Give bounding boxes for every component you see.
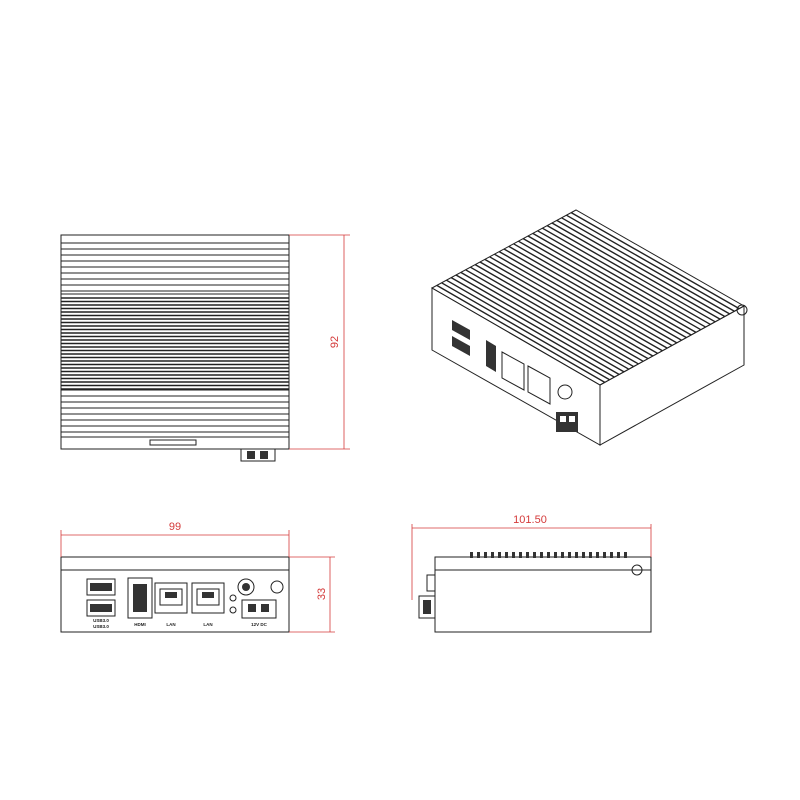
dimension-height-top: 92: [289, 234, 350, 450]
front-view: USB3.0 USB3.0 HDMI LAN LAN: [60, 521, 335, 633]
power-terminal: 12V DC: [241, 599, 277, 627]
iso-power-button: [557, 384, 573, 400]
fin-tooth: [484, 552, 487, 558]
side-connector: [418, 574, 436, 619]
hdmi-label: HDMI: [134, 622, 146, 627]
fin-tooth: [617, 552, 620, 558]
fin-tooth: [624, 552, 627, 558]
power-button-icon: [237, 578, 255, 596]
fin-line: [527, 235, 697, 333]
fin-line: [532, 232, 702, 331]
fin-tooth: [505, 552, 508, 558]
fin-line: [446, 279, 615, 378]
dimension-label-99: 99: [169, 521, 181, 533]
fin-line: [470, 266, 639, 365]
heatsink-fins-top: [61, 242, 289, 433]
dimension-length-side: 101.50: [411, 514, 652, 600]
fin-line: [441, 282, 610, 381]
usb-ports: USB3.0 USB3.0: [86, 578, 116, 629]
fin-line: [498, 250, 668, 349]
fin-tooth: [575, 552, 578, 558]
fin-line: [551, 222, 721, 320]
top-view: 92: [60, 234, 350, 462]
dimension-label-92: 92: [329, 336, 341, 348]
dimension-width-front: 99: [60, 521, 290, 557]
fin-tooth: [526, 552, 529, 558]
fin-line: [484, 258, 654, 357]
heatsink-fins-side: [470, 552, 627, 558]
fin-line: [546, 224, 716, 323]
antenna-hole-icon: [270, 580, 284, 594]
side-view: 101.50: [411, 514, 652, 633]
led-icon: [229, 594, 237, 602]
fin-tooth: [603, 552, 606, 558]
dimension-label-33: 33: [316, 588, 328, 600]
isometric-view: [430, 209, 748, 446]
led-icon-2: [229, 606, 237, 614]
fin-line: [489, 256, 658, 355]
fin-line: [479, 261, 649, 360]
fin-line: [460, 271, 630, 370]
iso-screw: [736, 304, 748, 316]
fin-line: [542, 227, 711, 326]
fin-tooth: [540, 552, 543, 558]
fin-tooth: [470, 552, 473, 558]
fin-line: [518, 240, 687, 339]
fin-line: [556, 219, 726, 318]
fin-tooth: [491, 552, 494, 558]
fin-line: [465, 269, 634, 368]
fin-line: [436, 284, 606, 383]
lan-ports: LAN LAN: [154, 582, 225, 627]
dimension-label-101-50: 101.50: [513, 514, 547, 526]
iso-lan-ports: [501, 351, 551, 405]
fin-tooth: [589, 552, 592, 558]
fin-line: [537, 230, 706, 328]
side-screw-icon: [631, 564, 643, 576]
iso-power-terminal: [556, 412, 578, 432]
fin-line: [508, 245, 678, 344]
heatsink-fins-dense: [61, 297, 289, 390]
fin-line: [474, 263, 644, 362]
fin-tooth: [582, 552, 585, 558]
usb-label-2: USB3.0: [93, 624, 109, 629]
power-label: 12V DC: [251, 622, 268, 627]
lan-label-1: LAN: [166, 622, 175, 627]
fin-line: [513, 243, 682, 341]
fin-tooth: [561, 552, 564, 558]
fin-line: [450, 276, 620, 376]
fin-tooth: [547, 552, 550, 558]
iso-hdmi-port: [486, 340, 496, 372]
power-terminal-top: [240, 448, 276, 462]
fin-tooth: [477, 552, 480, 558]
fin-line: [455, 274, 625, 373]
heatsink-fins-iso: [436, 211, 740, 383]
fin-line: [494, 253, 663, 352]
fin-tooth: [498, 552, 501, 558]
fin-tooth: [554, 552, 557, 558]
fin-line: [561, 217, 730, 315]
fin-line: [570, 211, 740, 310]
hdmi-port: HDMI: [127, 577, 153, 627]
fin-tooth: [533, 552, 536, 558]
lan-label-2: LAN: [203, 622, 212, 627]
fin-tooth: [568, 552, 571, 558]
fin-tooth: [512, 552, 515, 558]
iso-usb-ports: [452, 320, 470, 356]
usb-label: USB3.0: [93, 618, 109, 623]
fin-line: [566, 214, 735, 312]
dimension-height-front: 33: [289, 556, 335, 633]
fin-tooth: [610, 552, 613, 558]
fin-line: [503, 248, 673, 347]
fin-line: [522, 237, 692, 336]
fin-tooth: [596, 552, 599, 558]
fin-tooth: [519, 552, 522, 558]
